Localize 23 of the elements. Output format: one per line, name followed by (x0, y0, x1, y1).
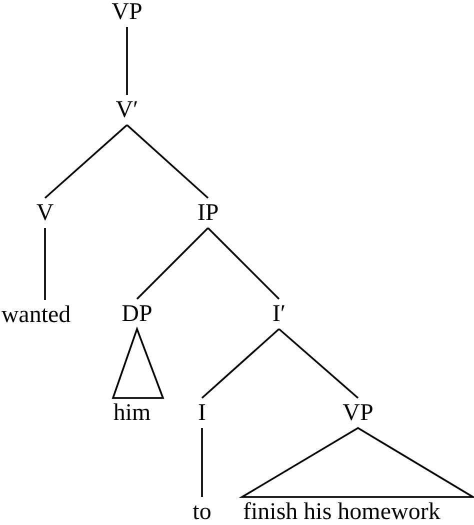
branch-line (44, 124, 128, 199)
branch-line (201, 428, 203, 497)
triangle-roof (238, 426, 474, 498)
node-label: VP (112, 0, 142, 24)
branch-line (201, 328, 280, 399)
branch-line (207, 227, 280, 300)
branch-line (136, 227, 209, 300)
branch-line (126, 27, 128, 95)
node-label: him (113, 401, 151, 425)
node-label: I (198, 401, 206, 425)
node-label: IP (197, 201, 219, 225)
node-label: I′ (272, 302, 286, 326)
node-label: wanted (1, 303, 71, 327)
branch-line (278, 328, 359, 399)
branch-line (126, 124, 209, 199)
branch-line (44, 228, 46, 300)
node-label: to (192, 500, 212, 524)
node-label: finish his homework (243, 500, 440, 524)
node-label: DP (122, 302, 152, 326)
triangle-roof (112, 326, 164, 399)
node-label: V (36, 201, 54, 225)
node-label: V′ (116, 98, 138, 122)
node-label: VP (342, 401, 374, 425)
